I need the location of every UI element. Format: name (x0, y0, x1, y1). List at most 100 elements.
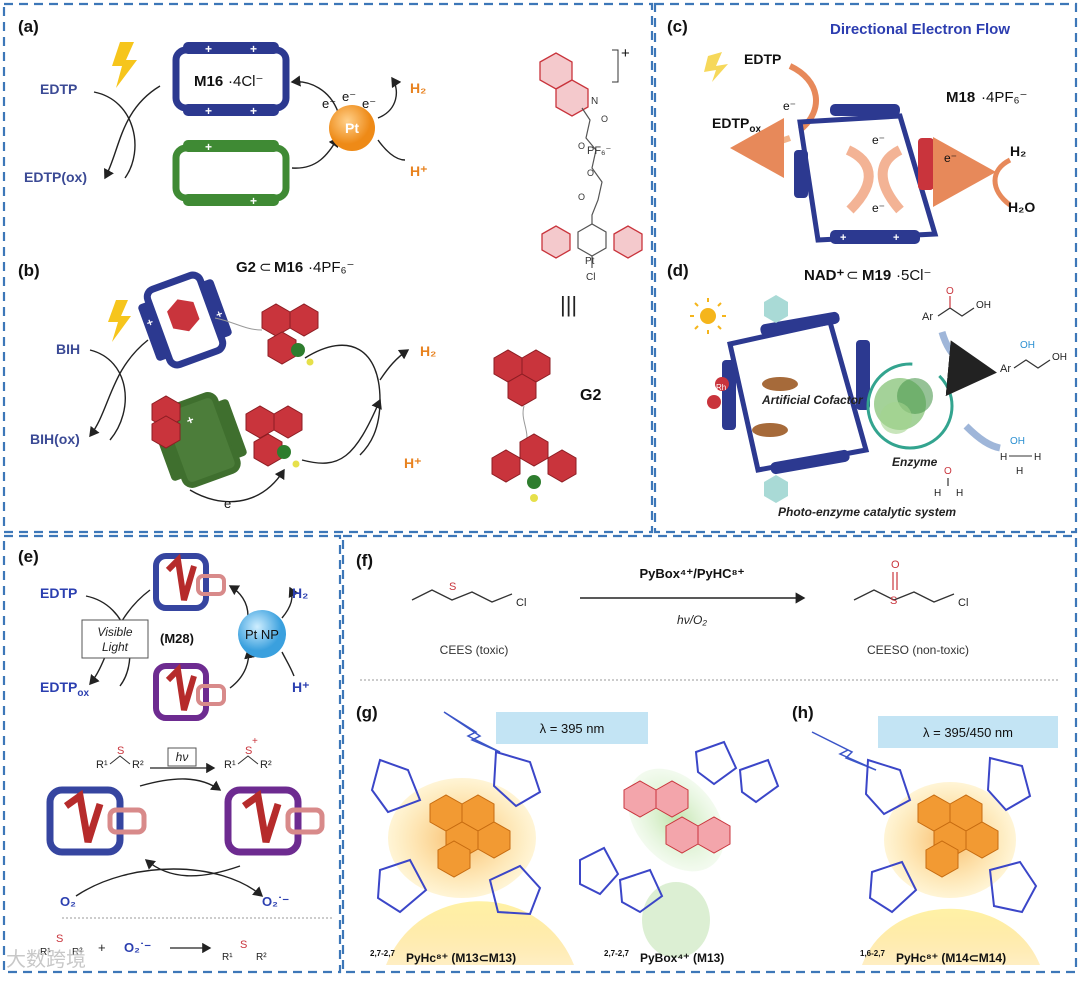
pt-catalyst-sphere (329, 105, 375, 151)
h-caption-sup: 1,6-2,7 (860, 949, 885, 958)
svg-text:N: N (591, 96, 598, 107)
ceeso-structure: S O Cl (853, 559, 968, 609)
g2-cl-atom: Cl (586, 272, 595, 283)
svg-text:S: S (240, 939, 247, 951)
c-orange-arrow-2 (730, 117, 791, 178)
panel-g: (g) λ = 395 nm 2,7-2,7 PyHc⁸⁺ (M13⊂M13) (356, 703, 780, 965)
svg-text:OH: OH (1052, 352, 1067, 363)
c-product: H₂ (1010, 143, 1026, 159)
panel-h: (h) λ = 395/450 nm 1,6-2,7 PyHc⁸⁺ (M14⊂M… (792, 703, 1058, 965)
svg-text:H: H (1016, 466, 1023, 477)
a-cage-name: M16 (194, 73, 223, 90)
b-guest-ring (151, 415, 181, 449)
d-cofactor: Artificial Cofactor (761, 393, 864, 407)
svg-text:S: S (56, 933, 63, 945)
svg-text:S: S (117, 745, 124, 757)
pt-np-sphere (238, 610, 286, 658)
b-equiv: ||| (560, 292, 577, 317)
d-formaldehyde: O H H (934, 466, 963, 499)
b-electron: e⁻ (224, 496, 238, 511)
d-host-salt: ·5Cl⁻ (896, 267, 931, 284)
d-arrow-reduction (938, 330, 997, 397)
a-electron-2: e⁻ (342, 89, 356, 104)
h-wavelength-box (878, 716, 1058, 748)
svg-text:+: + (98, 940, 106, 955)
a-arrow-1 (93, 91, 136, 179)
svg-text:R²: R² (256, 952, 267, 963)
cage-m16-reduced-green: + + (172, 140, 290, 208)
g-pybox-cage (579, 740, 780, 914)
svg-text:S: S (449, 581, 456, 593)
svg-text:O₂˙⁻: O₂˙⁻ (124, 940, 151, 955)
c-donor: EDTP (744, 51, 781, 67)
g2-pt-complex-structure: N O O O O + PF₆⁻ Pt Cl (539, 45, 643, 283)
svg-text:R¹: R¹ (222, 952, 233, 963)
h-pyrene-stack (917, 794, 999, 878)
g2-counterion: PF₆⁻ (587, 145, 611, 157)
lightning-icon (112, 42, 137, 88)
b-cage-blue: + + (138, 271, 232, 369)
panel-a-b-frame (2, 2, 654, 534)
svg-text:O: O (578, 141, 585, 151)
b-subset: ⊂ (259, 259, 272, 276)
panel-b: (b) G2 ⊂ M16 ·4PF₆⁻ BIH BIH(ox) + + (18, 259, 601, 511)
b-host-name: M16 (274, 259, 303, 276)
c-electron-2: e⁻ (872, 133, 885, 147)
e-cage-lower (153, 663, 226, 721)
f-reagent: PyBox⁴⁺/PyHC⁸⁺ (639, 566, 744, 581)
visible-light-box (81, 619, 149, 659)
panel-b-label: (b) (18, 261, 40, 280)
g-caption-mid: PyBox⁴⁺ (M13) (640, 951, 724, 965)
hv-box (167, 747, 197, 767)
b-arrow-h2 (379, 349, 410, 381)
svg-text:+: + (252, 736, 258, 747)
c-orange-arrow-4 (992, 157, 1012, 207)
svg-text:S: S (245, 745, 252, 757)
svg-text:R²: R² (260, 759, 272, 771)
h-light-beam (862, 908, 1040, 965)
e-cage-arrow-top (139, 778, 222, 791)
e-superoxide: O₂˙⁻ (262, 894, 289, 909)
svg-text:O: O (944, 466, 952, 477)
f-start-name: CEES (toxic) (440, 643, 509, 657)
svg-text:R²: R² (72, 947, 83, 958)
b-host-salt: ·4PF₆⁻ (308, 259, 354, 276)
e-arrow-hplus (281, 651, 295, 677)
g-caption-left: PyHc⁸⁺ (M13⊂M13) (406, 951, 516, 965)
svg-text:O: O (578, 192, 585, 202)
lightning-icon (704, 52, 728, 82)
d-cycle-arrow (866, 362, 954, 450)
svg-text:O: O (946, 286, 954, 297)
a-electron-3: e⁻ (362, 96, 376, 111)
svg-text:H: H (1034, 452, 1041, 463)
h-pyhc-cage (864, 756, 1038, 914)
e-cage-left (46, 786, 147, 856)
g-wavelength-box (496, 712, 648, 744)
b-arrow-2 (89, 339, 149, 438)
watermark: 大数跨境 (6, 949, 86, 971)
a-arrow-h2 (377, 76, 402, 119)
g2-pt-atom: Pt (585, 256, 595, 267)
svg-text:S: S (890, 595, 897, 607)
a-proton: H⁺ (410, 163, 428, 179)
b-guest-pt-upper (261, 303, 319, 366)
svg-text:R¹: R¹ (224, 759, 236, 771)
panel-c-d-frame (653, 2, 1078, 534)
d-cage-m19 (707, 295, 870, 503)
e-arrow-from-pt (228, 585, 249, 617)
h-caption: PyHc⁸⁺ (M14⊂M14) (896, 951, 1006, 965)
sun-icon (690, 298, 726, 334)
panel-h-label: (h) (792, 703, 814, 722)
c-cage-salt: ·4PF₆⁻ (981, 89, 1027, 106)
e-light-2: Light (102, 640, 129, 654)
a-donor: EDTP (40, 81, 77, 97)
a-cage-salt: ·4Cl⁻ (228, 73, 263, 90)
a-donor-ox: EDTP(ox) (24, 169, 87, 185)
svg-text:R²: R² (132, 759, 144, 771)
panel-c: (c) Directional Electron Flow EDTP EDTPo… (667, 17, 1035, 244)
b-linker (214, 317, 263, 331)
c-orange-arrow-3 (932, 136, 996, 207)
e-arrow-h2 (281, 586, 299, 619)
d-system: Photo-enzyme catalytic system (778, 505, 956, 519)
